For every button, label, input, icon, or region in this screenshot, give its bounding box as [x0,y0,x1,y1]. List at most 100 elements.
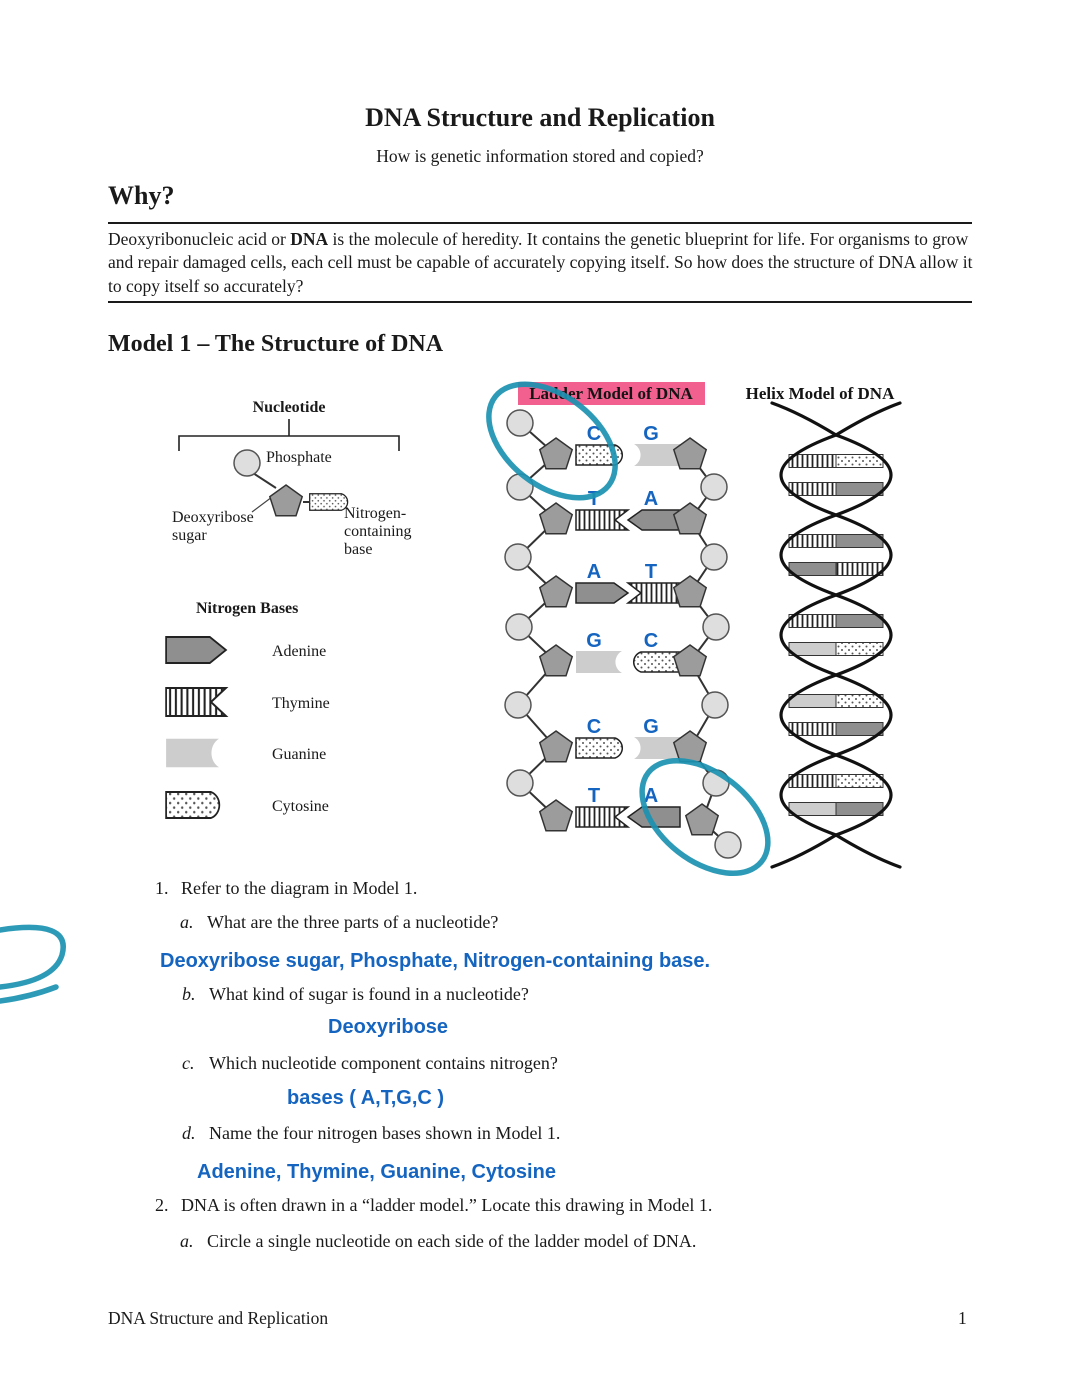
question-1-text: Refer to the diagram in Model 1. [181,878,418,898]
nucleotide-label: Nucleotide [253,399,326,416]
sugar-label-line2: sugar [172,527,207,544]
why-paragraph: Deoxyribonucleic acid or DNA is the mole… [108,228,976,298]
answer-1d: Adenine, Thymine, Guanine, Cytosine [197,1161,556,1183]
question-1b: b. What kind of sugar is found in a nucl… [182,984,529,1005]
adenine-label: Adenine [272,643,326,660]
sugar-pentagon [539,502,573,535]
rung4-right-base [632,651,681,673]
phosphate-circle [233,449,261,477]
sugar-label-line1: Deoxyribose [172,509,254,526]
nucleotide-diagram: Nucleotide Phosphate Deoxyribose sugar N… [172,399,412,558]
question-2a-text: Circle a single nucleotide on each side … [207,1231,697,1251]
question-1b-letter: b. [182,984,196,1004]
phosphate-circle [701,691,729,719]
nitrogen-bases-legend: Nitrogen Bases Adenine Thymine Guanine C… [165,600,330,819]
rung1-left-letter: C [587,423,601,445]
answer-1c: bases ( A,T,G,C ) [287,1087,445,1109]
thymine-label: Thymine [272,695,330,712]
phosphate-circle [714,831,742,859]
page-title: DNA Structure and Replication [365,103,715,132]
footer-title: DNA Structure and Replication [108,1308,329,1328]
guanine-shape [166,738,219,768]
sugar-pentagon [539,644,573,677]
thymine-shape [165,686,227,718]
question-1c: c. Which nucleotide component contains n… [182,1053,558,1074]
rung2-right-base [627,509,681,531]
base-label-line3: base [344,541,372,558]
cytosine-label: Cytosine [272,798,329,815]
question-1d: d. Name the four nitrogen bases shown in… [182,1123,560,1144]
helix-model: Helix Model of DNA [746,384,902,869]
sugar-pentagon [539,437,573,470]
question-2: 2. DNA is often drawn in a “ladder model… [155,1195,712,1216]
rung1-right-base [634,444,680,466]
sugar-pentagon [269,484,303,517]
answer-1b: Deoxyribose [328,1016,449,1038]
page-subtitle: How is genetic information stored and co… [376,146,704,166]
phosphate-circle [505,613,533,641]
sugar-pentagon [673,644,707,677]
why-text-post: is the molecule of heredity. It contains… [108,229,973,296]
phosphate-circle [504,543,532,571]
base-label-line1: Nitrogen- [344,505,406,522]
rung6-right-letter: A [644,785,658,807]
answer-1a: Deoxyribose sugar, Phosphate, Nitrogen-c… [160,950,711,972]
rung5-right-letter: G [643,716,659,738]
model1-diagram: Nucleotide Phosphate Deoxyribose sugar N… [165,381,902,877]
question-1d-letter: d. [182,1123,196,1143]
sugar-pointer-line [251,496,273,513]
why-text-bold-dna: DNA [290,229,329,249]
ladder-title: Ladder Model of DNA [529,384,693,403]
question-1-number: 1. [155,878,169,898]
sugar-pentagon [539,799,573,832]
model1-heading: Model 1 – The Structure of DNA [108,331,444,357]
rung4-left-letter: G [586,630,602,652]
question-1c-letter: c. [182,1053,195,1073]
footer-page-number: 1 [958,1308,967,1328]
rung5-left-letter: C [587,716,601,738]
question-1d-text: Name the four nitrogen bases shown in Mo… [209,1123,561,1143]
base-shape [309,493,349,511]
question-2a-letter: a. [180,1231,194,1251]
phosphate-circle [506,409,534,437]
rung2-right-letter: A [644,488,658,510]
rung1-right-letter: G [643,423,659,445]
phosphate-circle [700,473,728,501]
question-1a-letter: a. [180,912,194,932]
sugar-pentagon [673,575,707,608]
question-1b-text: What kind of sugar is found in a nucleot… [209,984,529,1004]
rung3-left-letter: A [587,561,601,583]
question-1a: a. What are the three parts of a nucleot… [180,912,498,933]
rung4-left-base [576,651,622,673]
rung6-left-letter: T [588,785,600,807]
ladder-title-highlight [518,382,705,405]
why-text-pre: Deoxyribonucleic acid or [108,229,291,249]
sugar-pentagon [539,575,573,608]
rung3-left-base [575,582,629,604]
phosphate-circle [506,769,534,797]
adenine-shape [165,636,227,664]
rung6-left-base [575,806,629,828]
sugar-pentagon [685,803,719,836]
rung4-right-letter: C [644,630,658,652]
phosphate-circle [504,691,532,719]
pen-circle-bottom-right-nucleotide [639,757,771,877]
helix-title: Helix Model of DNA [746,384,895,403]
question-2a: a. Circle a single nucleotide on each si… [180,1231,696,1252]
rule-under-paragraph [108,301,972,303]
sugar-pentagon [673,502,707,535]
helix-strand-1 [770,401,893,869]
rung3-right-base [627,582,681,604]
phosphate-label: Phosphate [266,449,332,466]
sugar-pentagon [673,730,707,763]
question-2-text: DNA is often drawn in a “ladder model.” … [181,1195,713,1215]
helix-base-pairs [788,454,884,816]
phosphate-circle [702,613,730,641]
pen-circle-top-left-nucleotide [486,381,618,501]
rung5-left-base [575,737,624,759]
question-1a-text: What are the three parts of a nucleotide… [207,912,499,932]
legend-heading: Nitrogen Bases [196,600,298,617]
guanine-label: Guanine [272,746,326,763]
rung3-right-letter: T [645,561,657,583]
